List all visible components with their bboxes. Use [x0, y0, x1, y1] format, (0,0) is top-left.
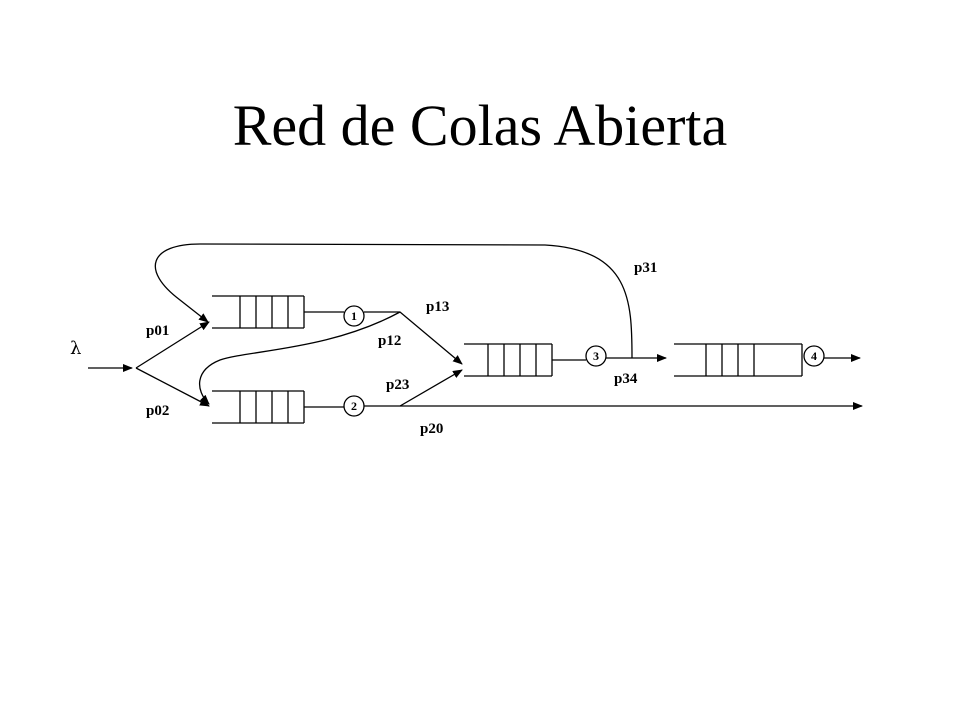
node-4: [803, 345, 825, 367]
queue-3-buffer: [464, 343, 553, 377]
node-1: [343, 305, 365, 327]
page-title: Red de Colas Abierta: [232, 93, 728, 158]
label-p20: p20: [420, 421, 443, 437]
edge-p31: [154, 243, 633, 359]
label-p31: p31: [634, 260, 657, 276]
node-3: [585, 345, 607, 367]
edge-p12: [198, 311, 401, 405]
node-1-label: 1: [351, 309, 357, 323]
label-p12: p12: [378, 333, 401, 349]
lambda-symbol: λ: [70, 338, 81, 359]
queue-4-buffer: [674, 343, 803, 377]
node-2-label: 2: [351, 399, 357, 413]
edge-p02: [135, 367, 210, 407]
label-p34: p34: [614, 371, 638, 387]
queue-2-buffer: [212, 390, 305, 424]
edge-p01: [135, 321, 210, 369]
label-p13: p13: [426, 299, 449, 315]
label-p01: p01: [146, 323, 169, 339]
label-p23: p23: [386, 377, 409, 393]
node-3-label: 3: [593, 349, 599, 363]
queue-1-buffer: [212, 295, 305, 329]
node-4-label: 4: [811, 349, 817, 363]
edge-p23: [364, 369, 463, 407]
label-p02: p02: [146, 403, 169, 419]
